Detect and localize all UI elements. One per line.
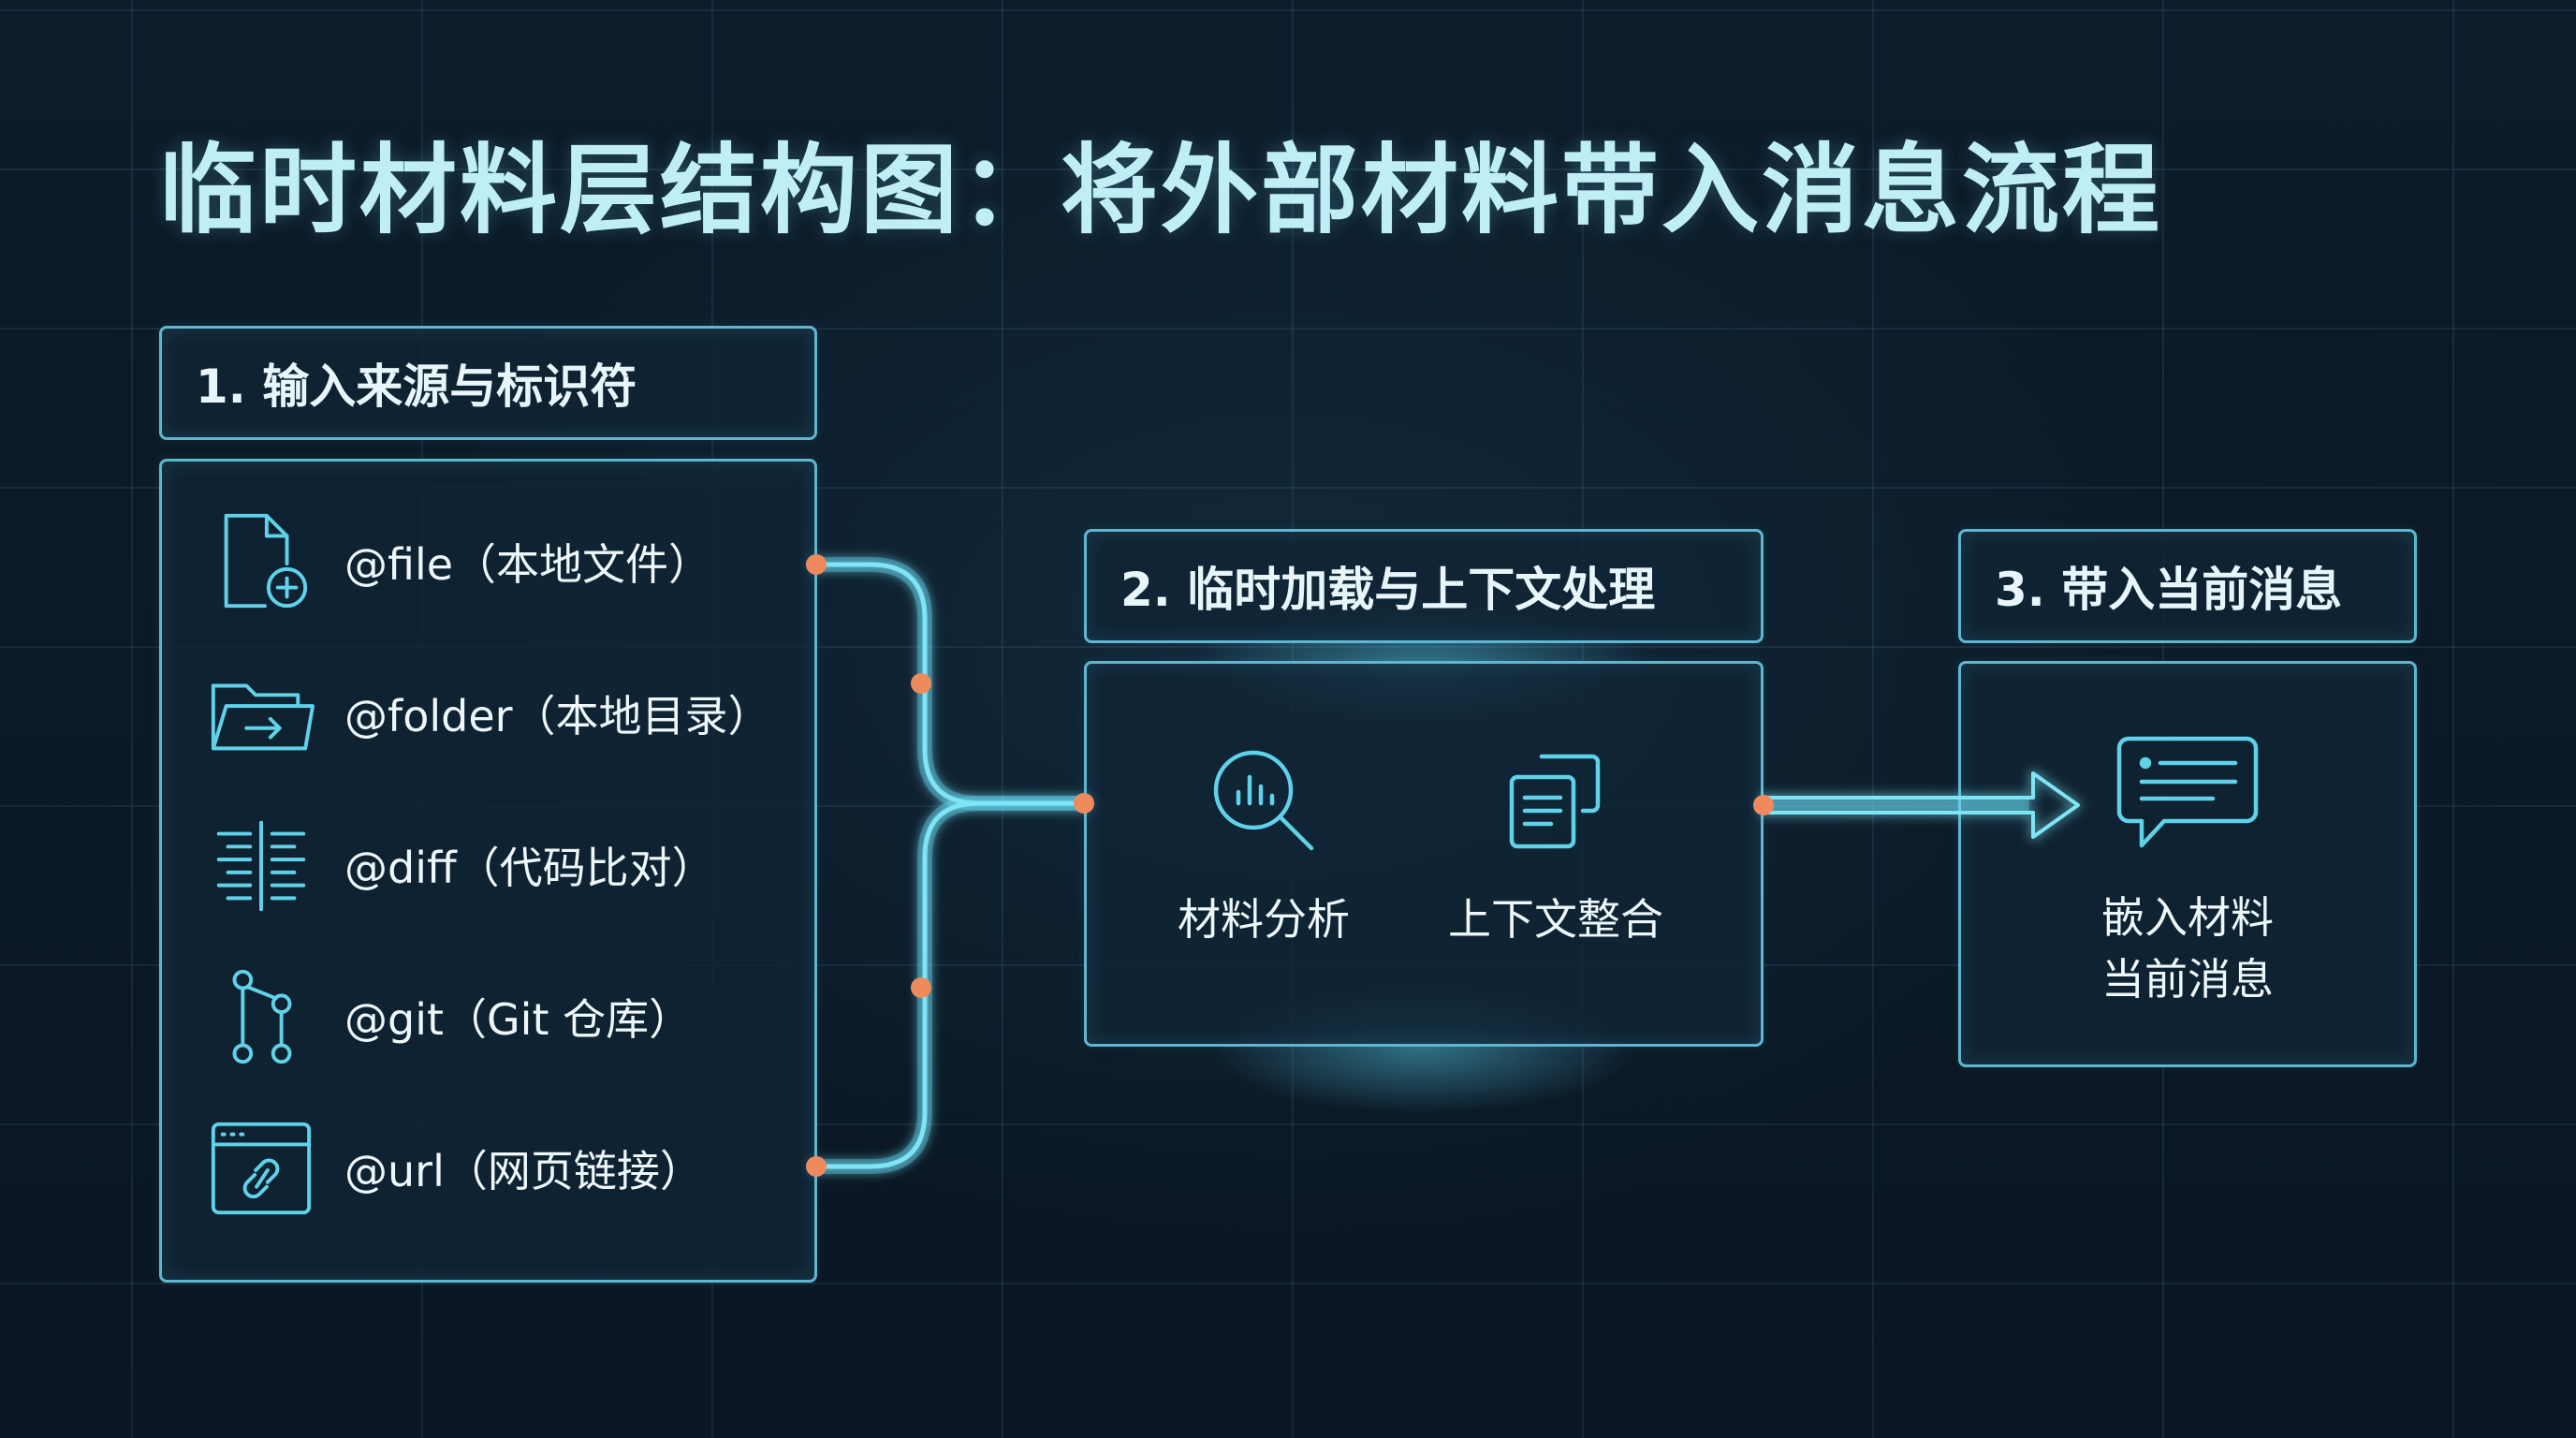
source-label-url: @url（网页链接） (344, 1146, 703, 1196)
source-label-folder: @folder（本地目录） (344, 691, 771, 741)
page-title: 临时材料层结构图：将外部材料带入消息流程 (159, 133, 2163, 247)
source-item-file: @file（本地文件） (206, 506, 805, 618)
git-branch-icon (206, 961, 316, 1072)
output-line-1: 嵌入材料 (2101, 892, 2274, 943)
documents-stack-icon (1509, 754, 1601, 849)
file-plus-icon (206, 506, 316, 617)
source-label-file: @file（本地文件） (344, 539, 712, 590)
chat-message-icon (2116, 736, 2259, 848)
folder-arrow-icon (206, 658, 316, 769)
browser-link-icon (206, 1113, 316, 1224)
process-item-analysis: 材料分析 (1133, 740, 1395, 947)
search-chart-icon (1213, 750, 1314, 851)
stage3-header-label: 3. 带入当前消息 (1995, 563, 2343, 617)
process-label-integration: 上下文整合 (1448, 894, 1663, 945)
source-label-git: @git（Git 仓库） (344, 994, 693, 1045)
stage2-header: 2. 临时加载与上下文处理 (1084, 529, 1764, 643)
stage2-header-label: 2. 临时加载与上下文处理 (1120, 563, 1656, 617)
process-item-integration: 上下文整合 (1425, 740, 1687, 947)
output-line-2: 当前消息 (2101, 954, 2274, 1005)
output-item: 嵌入材料 当前消息 (1958, 726, 2417, 1010)
stage1-header: 1. 输入来源与标识符 (159, 326, 817, 440)
source-item-git: @git（Git 仓库） (206, 961, 805, 1073)
output-panel (1958, 661, 2417, 1067)
source-label-diff: @diff（代码比对） (344, 843, 715, 893)
process-label-analysis: 材料分析 (1178, 894, 1350, 945)
source-item-folder: @folder（本地目录） (206, 657, 805, 770)
stage3-header: 3. 带入当前消息 (1958, 529, 2417, 643)
diff-lines-icon (206, 810, 316, 920)
source-item-url: @url（网页链接） (206, 1112, 805, 1225)
stage1-header-label: 1. 输入来源与标识符 (196, 360, 637, 414)
source-item-diff: @diff（代码比对） (206, 809, 805, 921)
processing-panel (1084, 661, 1764, 1047)
